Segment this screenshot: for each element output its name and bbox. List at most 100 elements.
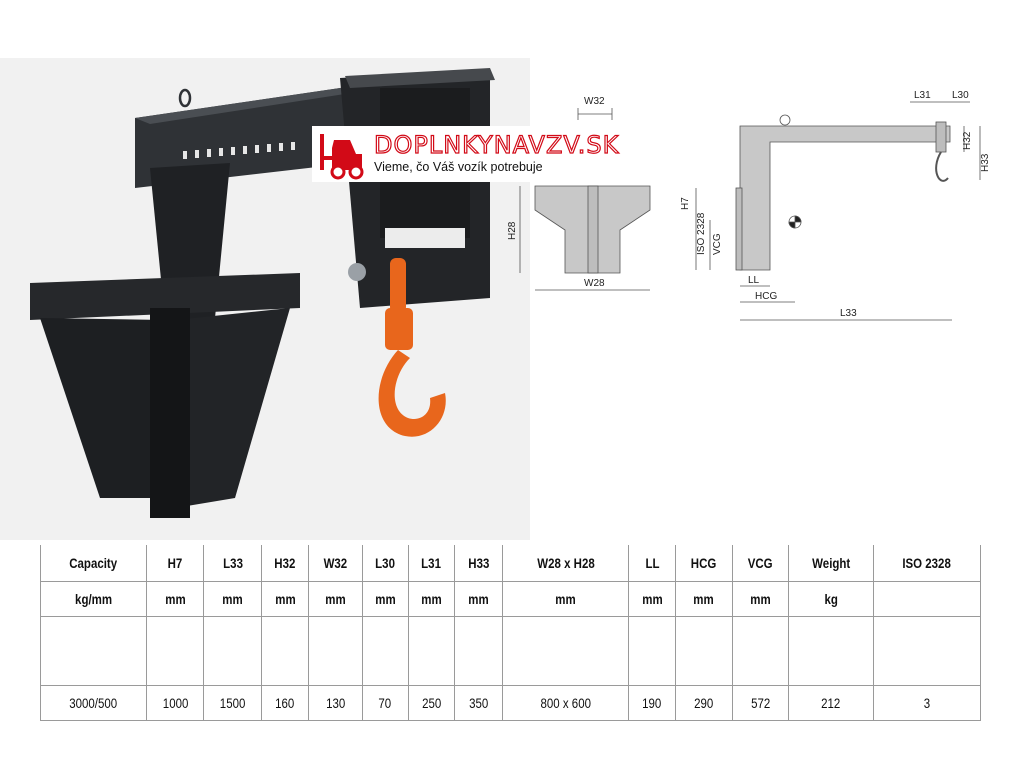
spacer-cell [732,616,789,686]
front-view [519,108,651,291]
header-l31: L31 [407,545,455,582]
unit-text: mm [164,591,186,607]
header-ll: LL [628,545,676,582]
forklift-logo-icon [320,134,364,180]
value-text: 3 [923,695,930,711]
spacer-cell [203,616,262,686]
header-hcg-text: HCG [691,555,717,571]
label-iso: ISO 2328 [696,212,707,255]
header-w28xh28-text: W28 x H28 [536,555,595,571]
label-vcg: VCG [712,233,723,255]
header-l33-text: L33 [222,555,243,571]
header-hcg: HCG [674,545,733,582]
value-text: 190 [642,695,662,711]
unit-cell: kg/mm [39,581,147,617]
header-l31-text: L31 [421,555,442,571]
spacer-cell [501,616,629,686]
header-h33: H33 [454,545,503,582]
unit-cell: kg [787,581,874,617]
header-h33-text: H33 [467,555,489,571]
unit-text: mm [693,591,715,607]
header-h32-text: H32 [274,555,296,571]
value-text: 1000 [162,695,188,711]
header-ll-text: LL [645,555,660,571]
unit-cell: mm [361,581,409,617]
label-w28: W28 [584,278,605,289]
unit-cell: mm [732,581,789,617]
value-cell: 290 [674,685,733,721]
unit-cell: mm [407,581,455,617]
header-l33: L33 [203,545,262,582]
value-cell: 3 [872,685,982,721]
value-row: 3000/500 1000 1500 160 130 70 250 350 80… [39,685,982,721]
header-h32: H32 [260,545,309,582]
header-row: Capacity H7 L33 H32 W32 L30 L31 H33 W28 … [39,545,982,582]
brand-tagline: Vieme, čo Váš vozík potrebuje [374,160,543,174]
unit-cell: mm [501,581,629,617]
brand-name: DOPLNKYNAVZV.SK [373,131,620,159]
header-w28xh28: W28 x H28 [501,545,629,582]
unit-text: mm [325,591,346,607]
unit-row: kg/mm mm mm mm mm mm mm mm mm mm mm mm k… [39,581,982,617]
label-l33: L33 [840,308,857,319]
value-cell: 350 [454,685,503,721]
unit-cell: mm [260,581,309,617]
header-iso2328-text: ISO 2328 [902,555,952,571]
header-weight-text: Weight [811,555,850,571]
unit-text: mm [750,591,771,607]
value-cell: 250 [407,685,455,721]
value-cell: 190 [628,685,676,721]
value-text: 70 [378,695,392,711]
unit-text: mm [641,591,663,607]
unit-cell: mm [674,581,733,617]
header-capacity-text: Capacity [69,555,118,571]
value-cell: 800 x 600 [501,685,629,721]
header-h7: H7 [146,545,204,582]
unit-text: mm [421,591,442,607]
value-text: 250 [421,695,441,711]
value-cell: 160 [260,685,309,721]
value-text: 212 [821,695,841,711]
header-w32-text: W32 [323,555,348,571]
spacer-cell [872,616,982,686]
label-h33: H33 [980,153,991,172]
spacer-cell [454,616,503,686]
value-cell: 130 [308,685,363,721]
unit-text: mm [222,591,243,607]
unit-text: mm [555,591,576,607]
spacer-cell [146,616,204,686]
value-cell: 70 [361,685,409,721]
unit-text: mm [374,591,396,607]
spacer-cell [674,616,733,686]
value-text: 290 [694,695,714,711]
spec-table: Capacity H7 L33 H32 W32 L30 L31 H33 W28 … [39,545,982,721]
unit-cell: mm [203,581,262,617]
value-text: 350 [468,695,488,711]
label-h32: H32 [962,131,973,150]
value-cell: 1000 [146,685,204,721]
spacer-cell [260,616,309,686]
unit-cell: mm [308,581,363,617]
label-w32: W32 [584,96,605,107]
value-text: 3000/500 [69,695,118,711]
header-capacity: Capacity [39,545,147,582]
spacer-cell [361,616,409,686]
value-cell: 212 [787,685,874,721]
unit-cell [872,581,982,617]
header-l30: L30 [361,545,409,582]
label-ll: LL [748,275,760,286]
spacer-cell [407,616,455,686]
label-hcg: HCG [755,291,777,302]
unit-text: kg/mm [74,591,113,607]
label-l30: L30 [952,90,969,101]
unit-cell: mm [146,581,204,617]
value-text: 800 x 600 [540,695,591,711]
hook [378,258,446,437]
spacer-row [39,616,982,686]
value-text: 572 [750,695,771,711]
unit-cell: mm [628,581,676,617]
value-text: 160 [275,695,295,711]
unit-text: kg [824,591,838,607]
header-vcg: VCG [732,545,789,582]
technical-drawings: W32 H28 W28 H7 ISO 2328 VCG LL HCG L33 L… [507,90,991,321]
